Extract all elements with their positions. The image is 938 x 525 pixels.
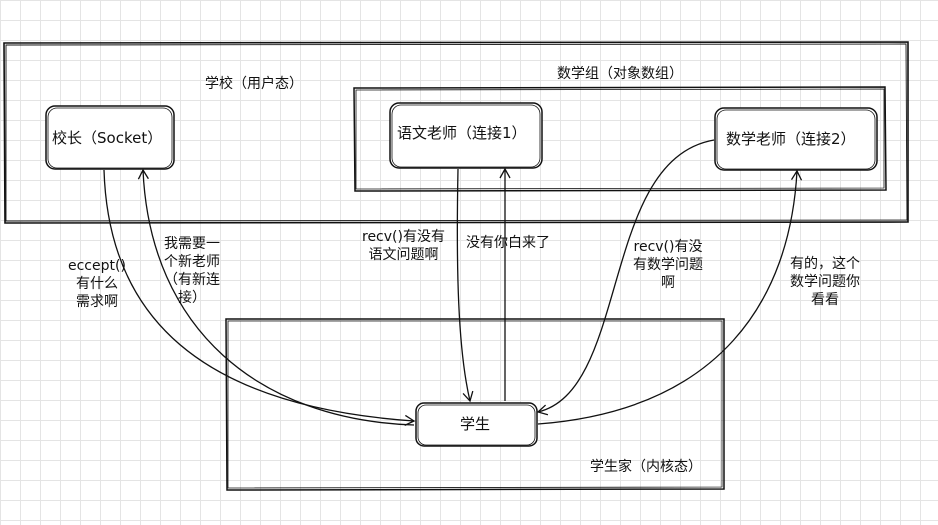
principal-node-label: 校长（Socket） bbox=[52, 129, 163, 147]
chinese-teacher-node-label: 语文老师（连接1） bbox=[397, 124, 527, 142]
edge-student-to-principal bbox=[137, 168, 415, 426]
edge-chinese-teacher-to-student bbox=[456, 168, 474, 403]
student-home-region-label: 学生家（内核态） bbox=[590, 459, 702, 475]
edge-label-accept-question: eccept() 有什么 需求啊 bbox=[68, 258, 126, 310]
school-region-box bbox=[3, 41, 909, 224]
edge-label-recv-math: recv()有没 有数学问题 啊 bbox=[633, 239, 703, 291]
school-region-label: 学校（用户态） bbox=[205, 76, 303, 92]
edge-label-recv-chinese: recv()有没有 语文问题啊 bbox=[362, 229, 445, 263]
edge-label-need-teacher: 我需要一 个新老师 （有新连 接） bbox=[164, 236, 220, 306]
student-node-box bbox=[415, 402, 538, 447]
math-group-region-box bbox=[353, 86, 887, 192]
edge-label-no-question: 没有你白来了 bbox=[466, 235, 550, 251]
math-group-region-label: 数学组（对象数组） bbox=[557, 66, 683, 82]
student-node-label: 学生 bbox=[460, 415, 491, 433]
chinese-teacher-node-box bbox=[389, 102, 543, 169]
math-teacher-node-label: 数学老师（连接2） bbox=[726, 130, 856, 148]
edge-math-teacher-to-student bbox=[536, 139, 715, 416]
edge-student-to-math-teacher bbox=[537, 169, 803, 425]
edge-principal-to-student bbox=[103, 169, 416, 426]
principal-node-box bbox=[45, 105, 175, 170]
student-home-region-box bbox=[225, 318, 725, 491]
edge-label-yes-math: 有的，这个 数学问题你 看看 bbox=[790, 256, 860, 308]
